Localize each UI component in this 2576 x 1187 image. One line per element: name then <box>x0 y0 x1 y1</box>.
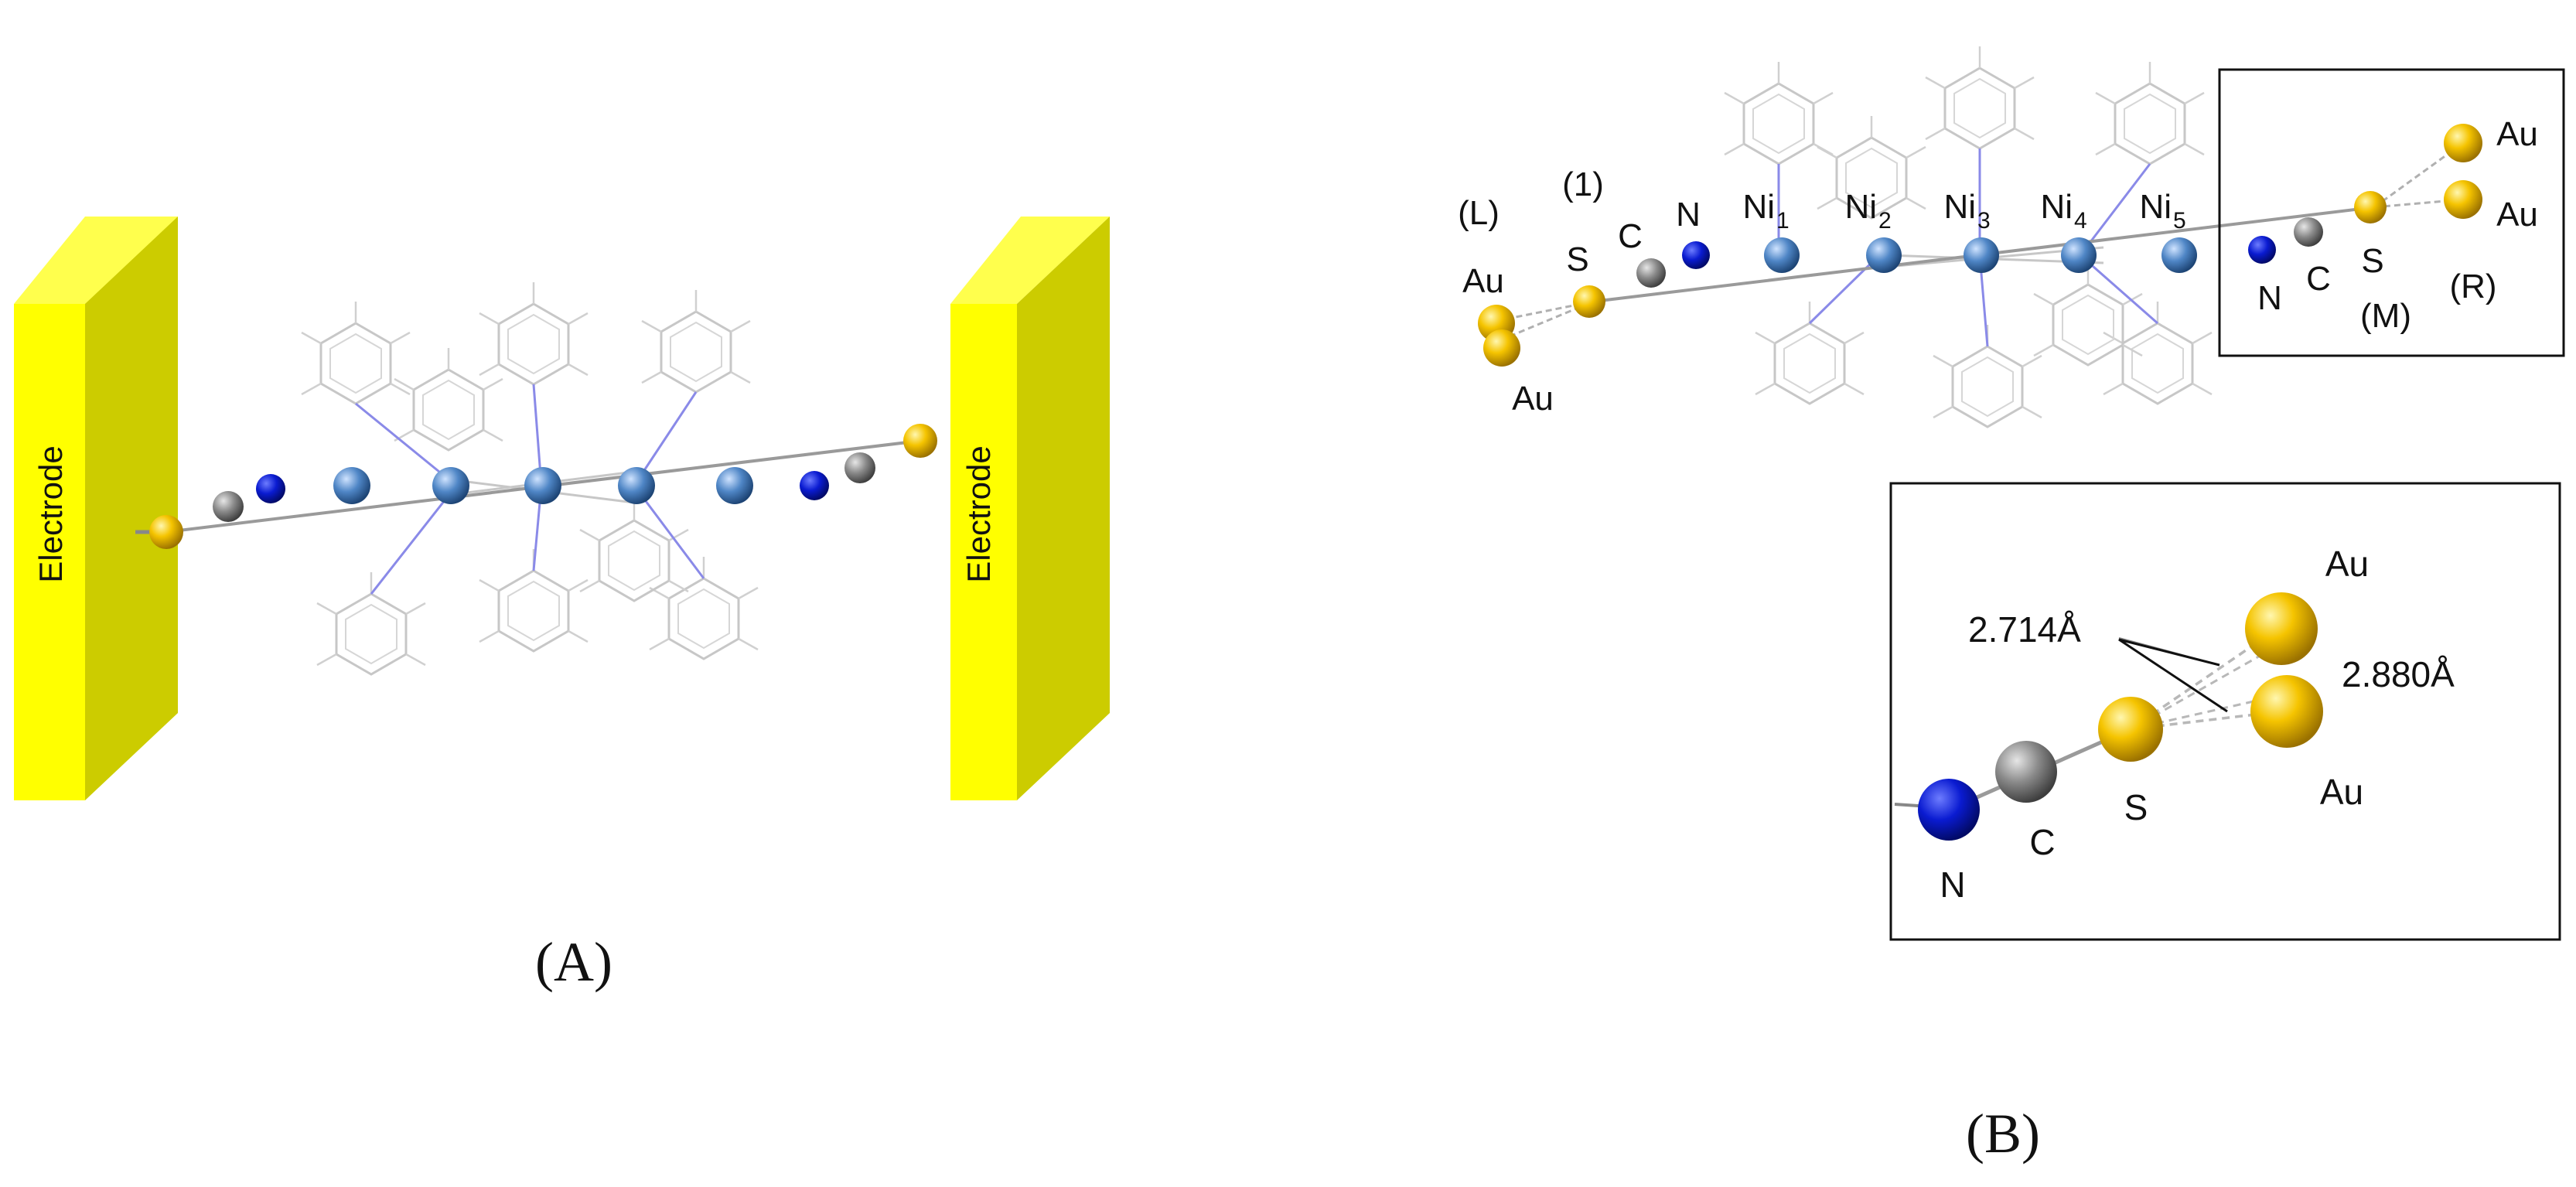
label-c-left: C <box>1618 217 1643 255</box>
atom-chain-b <box>1478 124 2482 367</box>
nickel-atom-b-5 <box>2161 237 2197 273</box>
nitrogen-atom-b-right <box>2248 236 2276 264</box>
inset-label-s: S <box>2124 787 2148 827</box>
inset-gold-atom-top <box>2245 592 2318 665</box>
nickel-atom-b-4 <box>2061 237 2097 273</box>
nickel-atom-b-2 <box>1866 237 1902 273</box>
svg-text:Ni: Ni <box>1742 188 1775 226</box>
electrode-left-label: Electrode <box>32 445 69 582</box>
inset-label-n: N <box>1940 865 1965 905</box>
electrode-right-side <box>1017 217 1110 800</box>
gold-atom-b-right-2 <box>2444 180 2482 219</box>
label-n-right: N <box>2257 279 2282 317</box>
carbon-atom-b-right <box>2294 217 2323 247</box>
label-m: (M) <box>2360 297 2411 335</box>
label-au-left-top: Au <box>1462 262 1504 300</box>
inset-gold-atom-bottom <box>2250 675 2323 748</box>
label-au-left-bottom: Au <box>1512 380 1554 418</box>
nitrogen-atom-b-left <box>1682 241 1710 269</box>
label-au-right-bottom: Au <box>2496 196 2538 234</box>
gold-atom-a-left <box>149 515 183 549</box>
label-l: (L) <box>1458 194 1500 232</box>
electrode-left: Electrode <box>14 217 178 800</box>
electrode-right-label: Electrode <box>960 445 997 582</box>
label-r: (R) <box>2449 268 2496 305</box>
atom-chain-a <box>135 424 937 549</box>
selection-box <box>2218 68 2565 357</box>
svg-text:Ni: Ni <box>1943 188 1976 226</box>
svg-text:1: 1 <box>1776 208 1790 234</box>
label-ni-5: Ni 5 <box>2139 188 2185 234</box>
label-s-left: S <box>1566 240 1588 278</box>
label-1: (1) <box>1562 165 1604 203</box>
svg-text:4: 4 <box>2074 208 2087 234</box>
inset-zoom: 2.714Å 2.880Å Au Au S C N <box>1889 482 2561 941</box>
gold-atom-b-left-2 <box>1483 329 1520 367</box>
inset-label-au-bottom: Au <box>2320 772 2363 812</box>
electrode-left-front <box>14 304 85 800</box>
nickel-atom-b-1 <box>1764 237 1800 273</box>
carbon-atom-a-left <box>213 491 244 522</box>
inset-nitrogen-atom <box>1918 779 1980 841</box>
svg-text:2: 2 <box>1878 208 1892 234</box>
sulfur-atom-b-right <box>2354 191 2387 223</box>
nickel-atom-a-4 <box>618 467 655 504</box>
label-ni-2: Ni 2 <box>1844 188 1891 234</box>
inset-sulfur-atom <box>2098 697 2163 762</box>
svg-text:Ni: Ni <box>2040 188 2073 226</box>
label-ni-1: Ni 1 <box>1742 188 1789 234</box>
electrode-right-front <box>950 304 1017 800</box>
label-au-right-top: Au <box>2496 115 2538 153</box>
carbon-atom-b-left <box>1636 258 1666 288</box>
atom-labels-b: (L) (1) Au Au S C N Ni 1 Ni 2 Ni 3 Ni 4 <box>1458 115 2538 418</box>
gold-atom-b-right-1 <box>2444 124 2482 162</box>
panel-b-caption: (B) <box>1966 1103 2040 1165</box>
nitrogen-atom-a-left <box>256 474 285 503</box>
nickel-atom-a-5 <box>716 467 753 504</box>
label-ni-4: Ni 4 <box>2040 188 2086 234</box>
inset-distance-s-au: 2.714Å <box>1968 609 2081 650</box>
sulfur-atom-b-left <box>1573 285 1605 318</box>
svg-text:3: 3 <box>1977 208 1991 234</box>
label-n-left: N <box>1676 196 1701 234</box>
panel-a-caption: (A) <box>535 931 612 993</box>
svg-text:5: 5 <box>2173 208 2186 234</box>
label-c-right: C <box>2306 260 2331 298</box>
inset-carbon-atom <box>1995 741 2057 803</box>
nickel-atom-a-3 <box>524 467 561 504</box>
nickel-atom-a-1 <box>333 467 370 504</box>
panel-b: (L) (1) Au Au S C N Ni 1 Ni 2 Ni 3 Ni 4 <box>1458 45 2565 1165</box>
sulfur-atom-a-right <box>903 424 937 458</box>
label-ni-3: Ni 3 <box>1943 188 1990 234</box>
inset-label-au-top: Au <box>2325 544 2369 584</box>
electrode-left-side <box>85 217 178 800</box>
inset-label-c: C <box>2029 822 2055 862</box>
carbon-atom-a-right <box>844 452 875 483</box>
inset-distance-au-au: 2.880Å <box>2342 654 2455 694</box>
nitrogen-atom-a-right <box>800 471 829 500</box>
inset-frame <box>1889 482 2561 941</box>
electrode-right: Electrode <box>950 217 1110 800</box>
svg-text:Ni: Ni <box>1844 188 1877 226</box>
nickel-atom-a-2 <box>432 467 469 504</box>
panel-a: Electrode Electrode <box>14 217 1110 993</box>
nickel-atom-b-3 <box>1964 237 1999 273</box>
svg-text:Ni: Ni <box>2139 188 2172 226</box>
pointer-lines <box>2118 638 2228 713</box>
label-s-right: S <box>2361 242 2383 280</box>
